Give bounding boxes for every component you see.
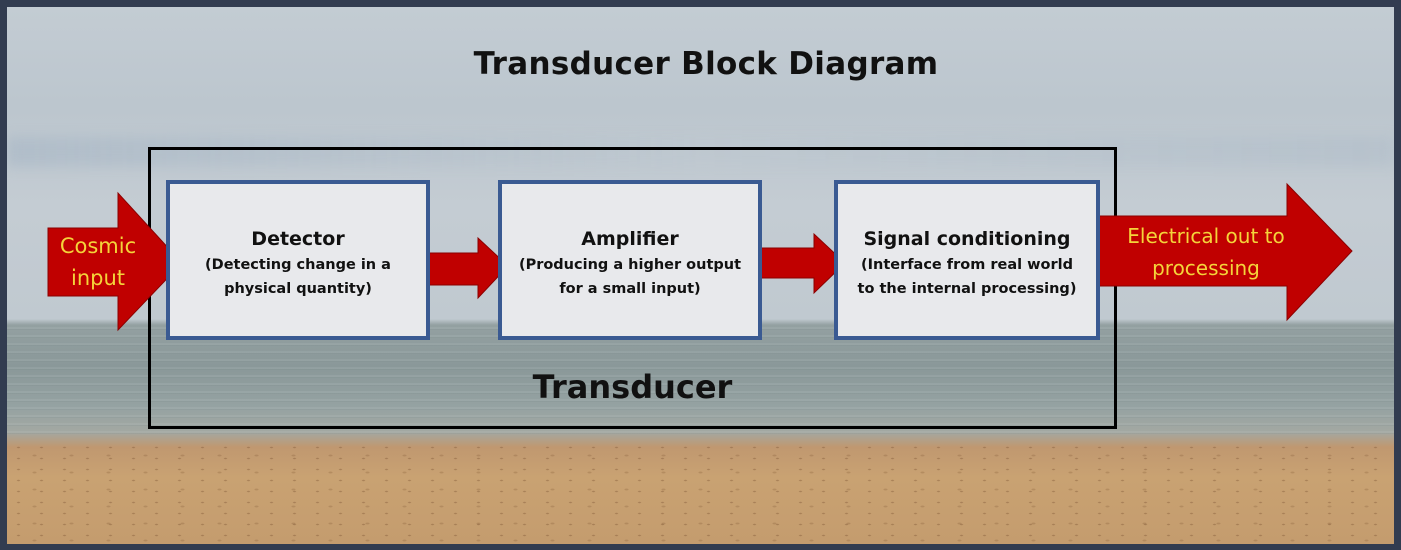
block-desc-line: (Interface from real world bbox=[860, 257, 1074, 273]
block-description: (Producing a higher output for a small i… bbox=[502, 253, 758, 301]
output-arrow bbox=[1092, 182, 1353, 322]
sand-texture bbox=[7, 442, 1394, 544]
signal-conditioning-block: Signal conditioning (Interface from real… bbox=[834, 180, 1100, 340]
input-label-line1: Cosmic bbox=[59, 234, 137, 258]
detector-block: Detector (Detecting change in a physical… bbox=[166, 180, 430, 340]
transducer-label: Transducer bbox=[532, 368, 733, 406]
output-arrow-label: Electrical out to processing bbox=[1100, 220, 1312, 284]
diagram-title: Transducer Block Diagram bbox=[473, 46, 939, 82]
block-desc-line: (Detecting change in a bbox=[205, 257, 391, 273]
sea-texture bbox=[7, 322, 1394, 437]
block-desc-line: for a small input) bbox=[559, 281, 701, 297]
block-title: Signal conditioning bbox=[863, 228, 1071, 250]
block-title: Amplifier bbox=[581, 228, 679, 250]
input-arrow-label: Cosmic input bbox=[48, 230, 148, 294]
block-desc-line: physical quantity) bbox=[224, 281, 372, 297]
sky-streak bbox=[7, 137, 1394, 167]
output-label-line2: processing bbox=[1152, 256, 1260, 280]
amplifier-block: Amplifier (Producing a higher output for… bbox=[498, 180, 762, 340]
block-desc-line: (Producing a higher output bbox=[518, 257, 742, 273]
block-description: (Interface from real world to the intern… bbox=[838, 253, 1096, 301]
block-title: Detector bbox=[251, 228, 345, 250]
input-arrow bbox=[47, 191, 183, 332]
arrow-amplifier-to-signal bbox=[753, 232, 846, 295]
input-label-line2: input bbox=[70, 266, 126, 290]
block-desc-line: to the internal processing) bbox=[857, 281, 1077, 297]
output-label-line1: Electrical out to bbox=[1127, 224, 1285, 248]
block-description: (Detecting change in a physical quantity… bbox=[170, 253, 426, 301]
arrow-detector-to-amplifier bbox=[417, 236, 509, 300]
